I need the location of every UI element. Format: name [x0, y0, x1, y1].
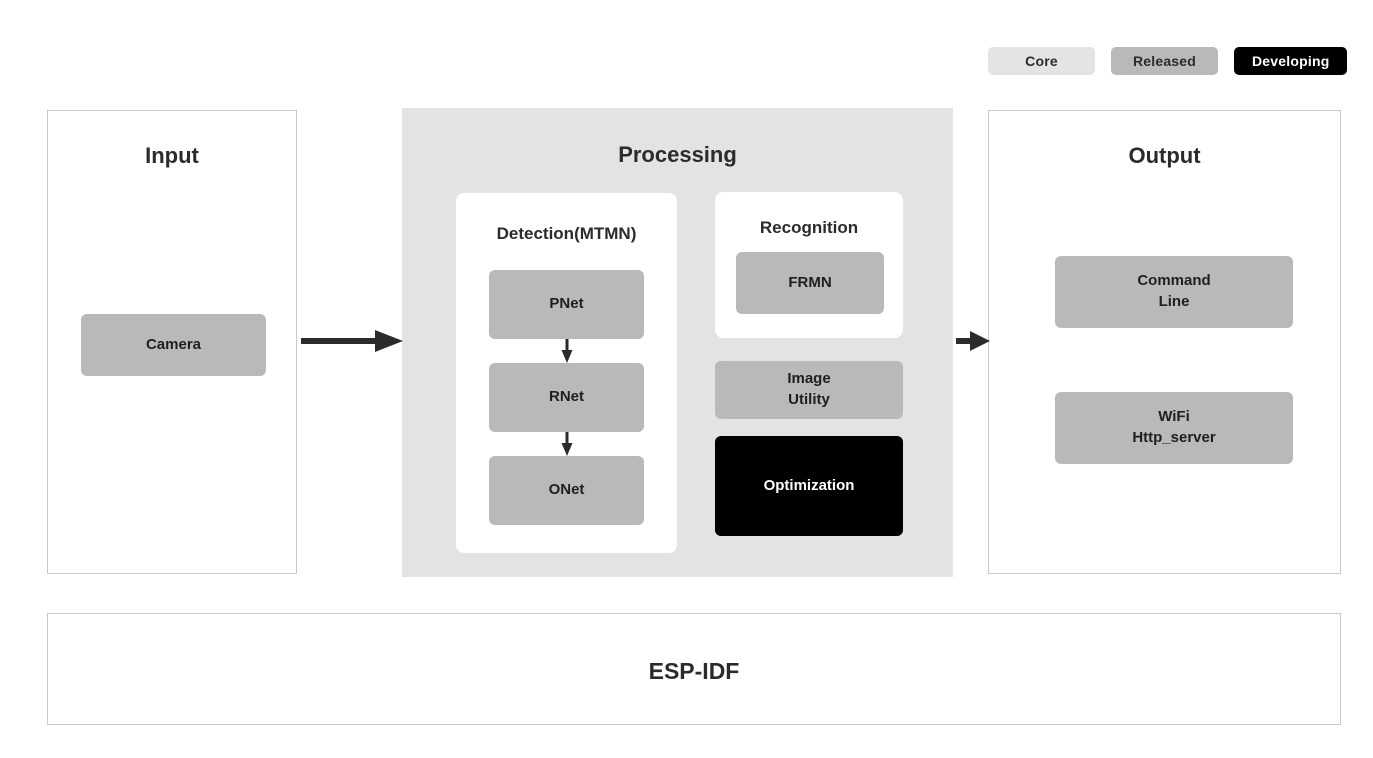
legend-chip-developing: Developing [1234, 47, 1348, 75]
arrow-down-icon-rnet-onet [561, 432, 572, 456]
panel-processing-title: Processing [618, 142, 737, 167]
legend-label-core: Core [1025, 53, 1058, 69]
node-wifi-http-server: WiFi Http_server [1055, 392, 1293, 464]
arrow-down-icon-pnet-rnet [561, 339, 572, 363]
arrow-right-icon-processing-to-output [956, 331, 990, 351]
node-rnet: RNet [489, 363, 644, 432]
legend-label-released: Released [1132, 53, 1197, 69]
legend-chip-core: Core [988, 47, 1095, 75]
arrow-right-icon-input-to-processing [301, 330, 403, 352]
panel-input-title: Input [145, 143, 199, 168]
card-detection: Detection(MTMN) PNet RNet ONet [456, 193, 677, 553]
node-command-line: Command Line [1055, 256, 1293, 328]
legend-label-developing: Developing [1252, 53, 1330, 69]
panel-esp-idf-title: ESP-IDF [648, 658, 740, 684]
panel-input: Input Camera [47, 110, 297, 574]
node-frmn: FRMN [736, 252, 884, 314]
legend: Core Released Developing [988, 47, 1348, 75]
node-optimization: Optimization [715, 436, 903, 536]
panel-output: Output Command Line WiFi Http_server [988, 110, 1341, 574]
card-recognition: Recognition FRMN [715, 192, 903, 338]
legend-chip-released: Released [1111, 47, 1218, 75]
node-image-utility: Image Utility [715, 361, 903, 419]
node-camera: Camera [81, 314, 266, 376]
node-pnet: PNet [489, 270, 644, 339]
card-recognition-title: Recognition [759, 218, 859, 237]
panel-processing: Processing Detection(MTMN) PNet RNet ONe… [402, 108, 953, 577]
node-onet: ONet [489, 456, 644, 525]
panel-output-title: Output [1128, 143, 1201, 168]
card-detection-title: Detection(MTMN) [496, 224, 637, 243]
panel-esp-idf: ESP-IDF [47, 613, 1341, 725]
